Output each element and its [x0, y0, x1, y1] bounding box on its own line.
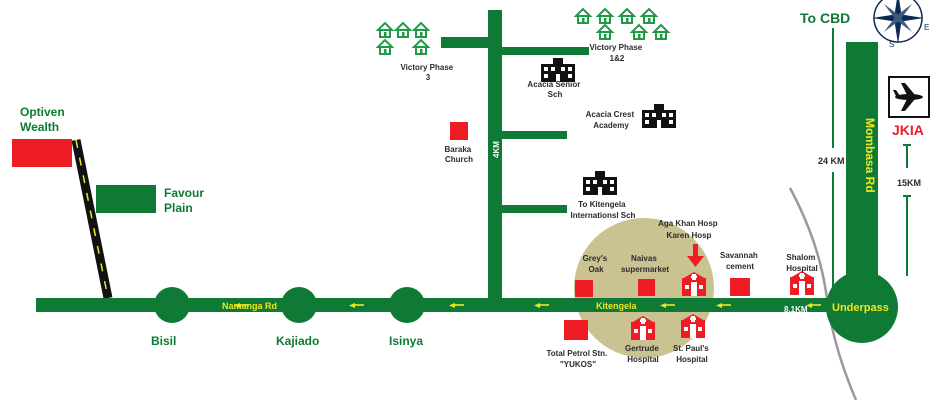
savannah-label: Savannah cement — [720, 251, 760, 271]
airport-code: JKIA — [892, 122, 924, 138]
optiven-marker — [12, 139, 72, 167]
shalom-hospital-icon — [790, 271, 814, 295]
isinya-label: Isinya — [389, 334, 423, 348]
side-road — [788, 187, 858, 400]
total-label: Total Petrol Stn. "YUKOS" — [547, 349, 610, 369]
baraka-marker — [450, 122, 468, 140]
kitengela-intl-label: To Kitengela Internationsl Sch — [571, 200, 636, 220]
victory3-label: Victory Phase 3 — [400, 63, 455, 82]
kajiado-roundabout — [281, 287, 317, 323]
compass-s: S — [889, 40, 894, 49]
underpass-label: Underpass — [832, 302, 889, 314]
bisil-label: Bisil — [151, 334, 176, 348]
branch-victory3 — [441, 37, 493, 48]
kitengela-road-label: Kitengela — [596, 301, 638, 311]
naivas-marker — [638, 279, 655, 296]
greys-oak-label: Grey's Oak — [583, 254, 610, 274]
savannah-marker — [730, 278, 750, 296]
compass-icon: S E — [872, 0, 929, 49]
mombasa-road — [846, 42, 878, 308]
favour-marker — [96, 185, 156, 213]
optiven-label: Optiven Wealth — [20, 105, 68, 134]
underpass-distance-label: 8.1KM — [784, 305, 808, 314]
acacia-senior-label: Acacia Senior Sch — [527, 80, 582, 99]
namanga-road — [36, 298, 844, 312]
naivas-label: Naivas supermarket — [621, 254, 669, 274]
aga-khan-pointer-arrow — [687, 244, 704, 267]
bisil-roundabout — [154, 287, 190, 323]
four-km-label: 4KM — [492, 141, 501, 158]
to-cbd-label: To CBD — [800, 10, 850, 26]
gertrude-label: Gertrude Hospital — [625, 344, 661, 364]
baraka-label: Baraka Church — [445, 145, 474, 164]
favour-label: Favour Plain — [164, 186, 207, 215]
acacia-senior-school-icon — [541, 58, 575, 82]
jkia-distance-line — [903, 144, 911, 276]
isinya-roundabout — [389, 287, 425, 323]
acacia-crest-label: Acacia Crest Academy — [586, 110, 637, 130]
victory12-label: Victory Phase 1&2 — [589, 43, 644, 63]
shalom-label: Shalom Hospital — [786, 253, 818, 273]
victory3-houses-icon — [377, 22, 429, 55]
vertical-4km-road — [488, 10, 502, 308]
st-pauls-label: St. Paul's Hospital — [673, 344, 711, 364]
branch-intl-school — [497, 205, 567, 213]
kitengela-intl-school-icon — [583, 171, 617, 195]
branch-victory12 — [497, 47, 589, 55]
compass-e: E — [924, 23, 929, 32]
total-marker — [564, 320, 588, 340]
cbd-distance-label: 24 KM — [818, 156, 845, 166]
aga-khan-label: Aga Khan Hosp Karen Hosp — [658, 219, 720, 240]
jkia-distance-label: 15KM — [897, 178, 921, 188]
victory12-houses-icon — [575, 8, 669, 40]
kajiado-label: Kajiado — [276, 334, 319, 348]
airplane-icon — [893, 83, 923, 111]
underpass-roundabout — [826, 271, 898, 343]
greys-oak-marker — [575, 280, 593, 297]
optiven-access-road — [71, 139, 113, 299]
road-direction-arrows — [154, 303, 821, 308]
branch-acacia-crest — [497, 131, 567, 139]
mombasa-rd-label: Mombasa Rd — [863, 118, 877, 193]
acacia-crest-school-icon — [642, 104, 676, 128]
namanga-rd-label: Namanga Rd — [222, 301, 277, 311]
